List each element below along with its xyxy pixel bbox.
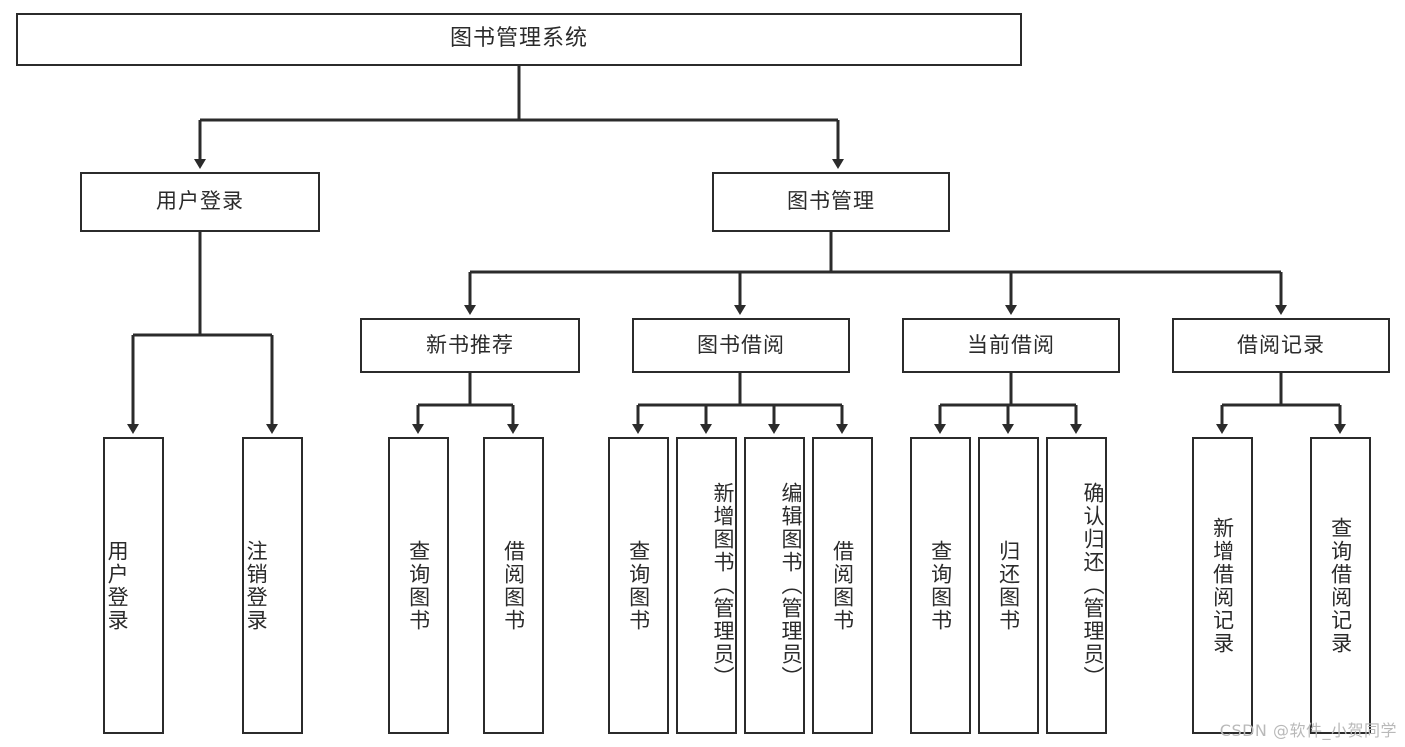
leaf-logout-login-label: 注销登录 xyxy=(244,539,269,632)
leaf-borrow-book-2[interactable]: 借阅图书 xyxy=(812,437,873,734)
leaf-query-book-3-label: 查询图书 xyxy=(928,539,953,632)
leaf-confirm-return[interactable]: 确认归还（管理员） xyxy=(1046,437,1107,734)
leaf-query-book-1[interactable]: 查询图书 xyxy=(388,437,449,734)
leaf-borrow-book-1-label: 借阅图书 xyxy=(501,539,526,632)
node-root-label: 图书管理系统 xyxy=(449,26,588,52)
node-user-login-label: 用户登录 xyxy=(156,189,244,214)
leaf-query-book-3[interactable]: 查询图书 xyxy=(910,437,971,734)
leaf-return-book-label: 归还图书 xyxy=(996,539,1021,632)
leaf-query-record[interactable]: 查询借阅记录 xyxy=(1310,437,1371,734)
node-book-borrow-label: 图书借阅 xyxy=(697,332,785,357)
leaf-user-login-label: 用户登录 xyxy=(105,539,130,632)
leaf-edit-book[interactable]: 编辑图书（管理员） xyxy=(744,437,805,734)
leaf-add-book-label: 新增图书（管理员） xyxy=(711,482,735,689)
leaf-logout-login[interactable]: 注销登录 xyxy=(242,437,303,734)
leaf-confirm-return-label: 确认归还（管理员） xyxy=(1081,482,1105,689)
leaf-query-book-2[interactable]: 查询图书 xyxy=(608,437,669,734)
leaf-query-book-2-label: 查询图书 xyxy=(626,539,651,632)
leaf-edit-book-label: 编辑图书（管理员） xyxy=(779,482,803,689)
node-borrow-record[interactable]: 借阅记录 xyxy=(1172,318,1390,373)
node-current-borrow-label: 当前借阅 xyxy=(967,332,1055,357)
node-root[interactable]: 图书管理系统 xyxy=(16,13,1022,66)
leaf-return-book[interactable]: 归还图书 xyxy=(978,437,1039,734)
csdn-watermark: CSDN @软件_小贺同学 xyxy=(1219,721,1397,740)
node-new-book-recommend-label: 新书推荐 xyxy=(426,332,514,357)
node-book-management-label: 图书管理 xyxy=(787,189,875,214)
node-book-borrow[interactable]: 图书借阅 xyxy=(632,318,850,373)
leaf-borrow-book-2-label: 借阅图书 xyxy=(830,539,855,632)
leaf-query-book-1-label: 查询图书 xyxy=(406,539,431,632)
leaf-add-record-label: 新增借阅记录 xyxy=(1210,516,1235,655)
leaf-add-book[interactable]: 新增图书（管理员） xyxy=(676,437,737,734)
node-user-login[interactable]: 用户登录 xyxy=(80,172,320,232)
node-new-book-recommend[interactable]: 新书推荐 xyxy=(360,318,580,373)
leaf-user-login[interactable]: 用户登录 xyxy=(103,437,164,734)
node-borrow-record-label: 借阅记录 xyxy=(1237,332,1325,357)
node-current-borrow[interactable]: 当前借阅 xyxy=(902,318,1120,373)
leaf-query-record-label: 查询借阅记录 xyxy=(1328,516,1353,655)
leaf-add-record[interactable]: 新增借阅记录 xyxy=(1192,437,1253,734)
node-book-management[interactable]: 图书管理 xyxy=(712,172,950,232)
leaf-borrow-book-1[interactable]: 借阅图书 xyxy=(483,437,544,734)
